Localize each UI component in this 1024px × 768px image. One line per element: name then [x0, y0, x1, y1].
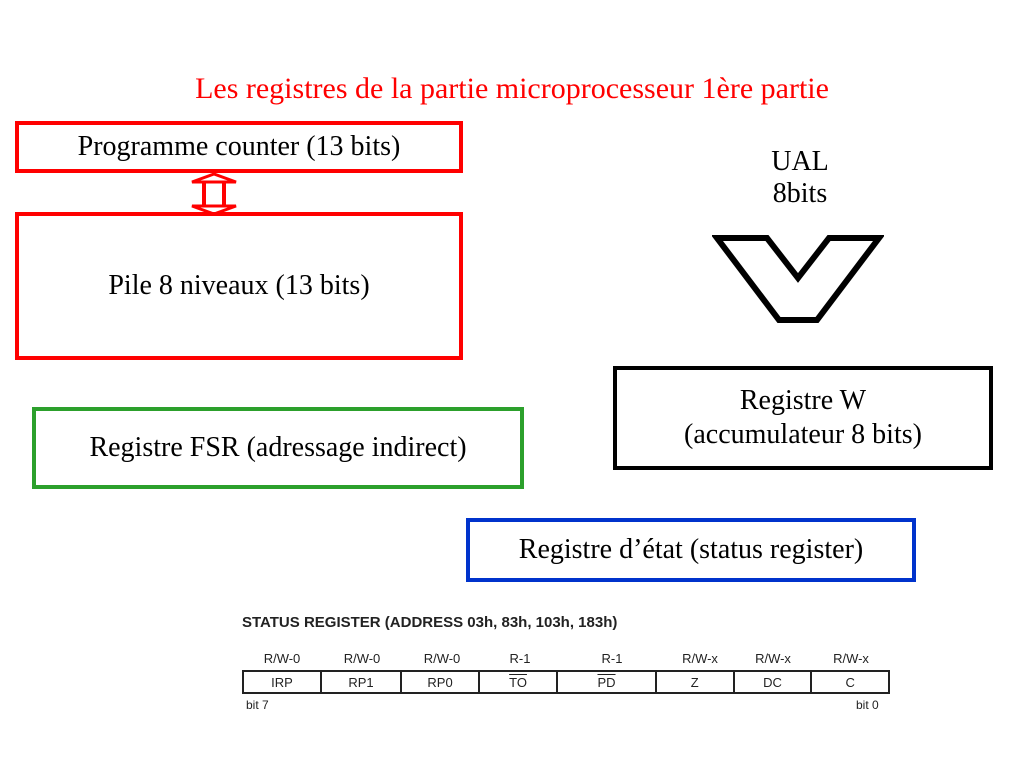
- access-bit5: R/W-0: [423, 651, 461, 666]
- status-register-table: IRP RP1 RP0 TO PD Z DC C: [242, 670, 890, 694]
- status-register-box: Registre d’état (status register): [466, 518, 916, 582]
- access-bit6: R/W-0: [343, 651, 381, 666]
- registre-w-line2: (accumulateur 8 bits): [684, 419, 922, 450]
- bit-pd: PD: [555, 670, 658, 694]
- status-register-table-title: STATUS REGISTER (ADDRESS 03h, 83h, 103h,…: [242, 614, 618, 631]
- fsr-label: Registre FSR (adressage indirect): [89, 432, 467, 463]
- fsr-box: Registre FSR (adressage indirect): [32, 407, 524, 489]
- bidirectional-arrow-icon: [191, 173, 237, 215]
- registre-w-box: Registre W (accumulateur 8 bits): [613, 366, 993, 470]
- access-bit2: R/W-x: [682, 651, 718, 666]
- bit-to: TO: [478, 670, 558, 694]
- alu-shape-icon: [712, 235, 884, 323]
- pile-label: Pile 8 niveaux (13 bits): [108, 270, 370, 301]
- status-register-label: Registre d’état (status register): [518, 534, 864, 565]
- access-bit1: R/W-x: [755, 651, 791, 666]
- bit-rp1: RP1: [319, 670, 403, 694]
- table-row: IRP RP1 RP0 TO PD Z DC C: [242, 670, 890, 694]
- page-title: Les registres de la partie microprocesse…: [195, 72, 829, 105]
- bit-rp0: RP0: [400, 670, 481, 694]
- bit0-label: bit 0: [856, 698, 879, 712]
- ual-line1: UAL: [771, 146, 829, 177]
- bit-dc: DC: [732, 670, 813, 694]
- registre-w-line1: Registre W: [739, 385, 867, 416]
- access-bit3: R-1: [601, 651, 623, 666]
- ual-line2: 8bits: [772, 178, 828, 209]
- access-bit7: R/W-0: [263, 651, 301, 666]
- bit7-label: bit 7: [246, 698, 269, 712]
- bit-z: Z: [655, 670, 735, 694]
- program-counter-box: Programme counter (13 bits): [15, 121, 463, 173]
- access-bit0: R/W-x: [833, 651, 869, 666]
- access-bit4: R-1: [509, 651, 531, 666]
- program-counter-label: Programme counter (13 bits): [77, 131, 401, 162]
- pile-box: Pile 8 niveaux (13 bits): [15, 212, 463, 360]
- ual-label: UAL 8bits: [720, 146, 880, 210]
- bit-c: C: [810, 670, 890, 694]
- bit-irp: IRP: [242, 670, 322, 694]
